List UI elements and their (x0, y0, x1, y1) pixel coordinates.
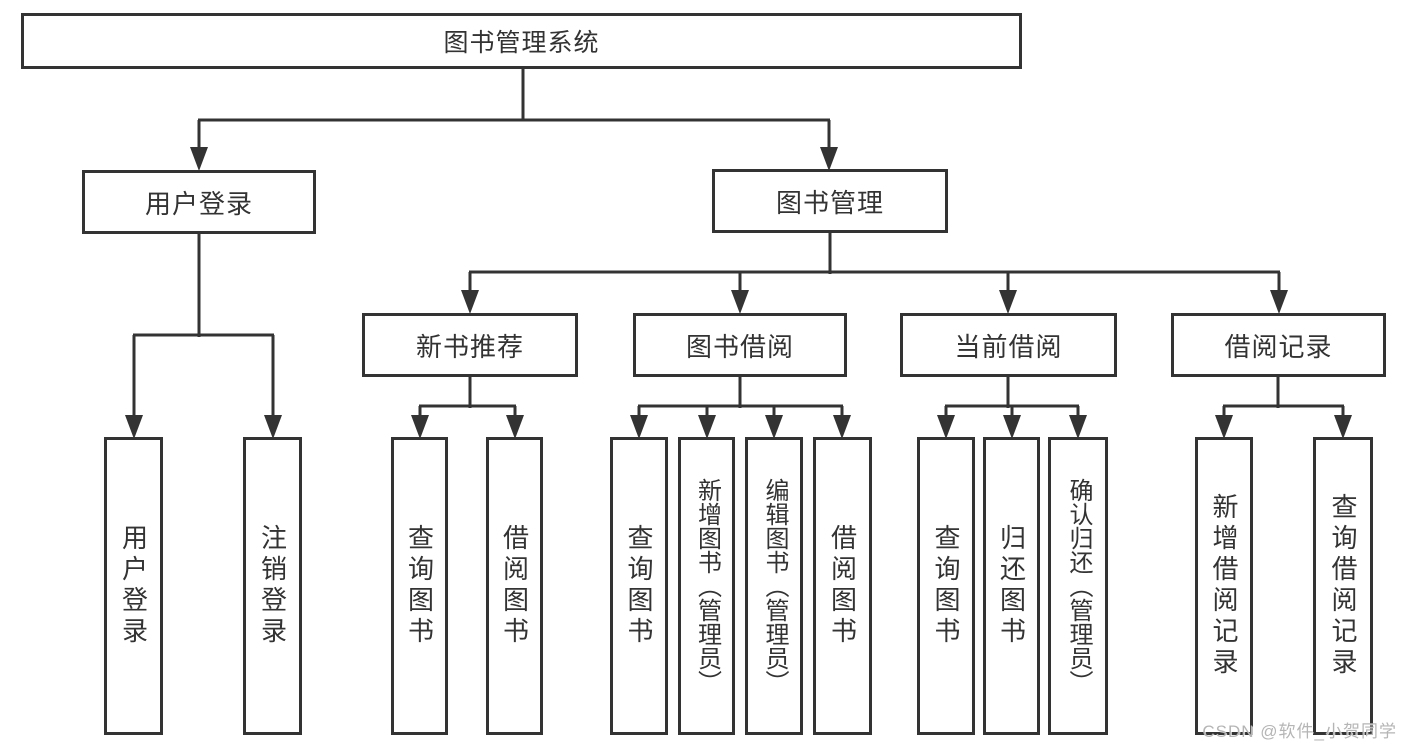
node-new-book-recommend: 新书推荐 (362, 313, 578, 377)
node-root-label: 图书管理系统 (443, 29, 600, 57)
leaf-current-query-books-label: 查询图书 (931, 524, 961, 648)
arrowheads (125, 147, 1352, 439)
leaf-newbooks-query-books: 查询图书 (391, 437, 448, 735)
node-root: 图书管理系统 (21, 13, 1022, 69)
node-book-borrow: 图书借阅 (633, 313, 847, 377)
leaf-logout-login: 注销登录 (243, 437, 302, 735)
leaf-newbooks-borrow-books: 借阅图书 (486, 437, 543, 735)
node-user-login-label: 用户登录 (144, 188, 253, 219)
leaf-user-login: 用户登录 (104, 437, 163, 735)
leaf-borrow-edit-books-admin-label: 编辑图书（管理员） (761, 478, 788, 694)
node-borrow-records: 借阅记录 (1171, 313, 1386, 377)
leaf-newbooks-query-books-label: 查询图书 (404, 524, 435, 648)
leaf-current-confirm-return-admin-label: 确认归还（管理员） (1065, 478, 1092, 694)
node-user-login: 用户登录 (82, 170, 316, 234)
leaf-borrow-borrow-books: 借阅图书 (813, 437, 872, 735)
node-current-borrow-label: 当前借阅 (954, 331, 1063, 362)
leaf-current-query-books: 查询图书 (917, 437, 975, 735)
leaf-borrow-edit-books-admin: 编辑图书（管理员） (745, 437, 803, 735)
node-borrow-records-label: 借阅记录 (1224, 331, 1333, 362)
node-book-borrow-label: 图书借阅 (685, 331, 794, 362)
leaf-records-query-record: 查询借阅记录 (1313, 437, 1373, 735)
leaf-current-return-books: 归还图书 (983, 437, 1040, 735)
node-book-management-label: 图书管理 (775, 187, 884, 218)
leaf-records-add-record: 新增借阅记录 (1195, 437, 1253, 735)
leaf-borrow-borrow-books-label: 借阅图书 (827, 524, 858, 648)
node-new-book-recommend-label: 新书推荐 (415, 331, 524, 362)
leaf-borrow-query-books: 查询图书 (610, 437, 668, 735)
leaf-records-add-record-label: 新增借阅记录 (1209, 493, 1239, 679)
leaf-current-confirm-return-admin: 确认归还（管理员） (1048, 437, 1108, 735)
leaf-newbooks-borrow-books-label: 借阅图书 (499, 524, 530, 648)
node-current-borrow: 当前借阅 (900, 313, 1117, 377)
watermark: CSDN @软件_小贺同学 (1202, 722, 1397, 741)
leaf-records-query-record-label: 查询借阅记录 (1328, 493, 1358, 679)
node-book-management: 图书管理 (712, 169, 948, 233)
leaf-user-login-label: 用户登录 (118, 524, 149, 648)
leaf-logout-login-label: 注销登录 (257, 524, 288, 648)
leaf-borrow-add-books-admin-label: 新增图书（管理员） (693, 478, 721, 694)
leaf-borrow-query-books-label: 查询图书 (624, 524, 654, 648)
leaf-borrow-add-books-admin: 新增图书（管理员） (678, 437, 735, 735)
leaf-current-return-books-label: 归还图书 (996, 524, 1027, 648)
